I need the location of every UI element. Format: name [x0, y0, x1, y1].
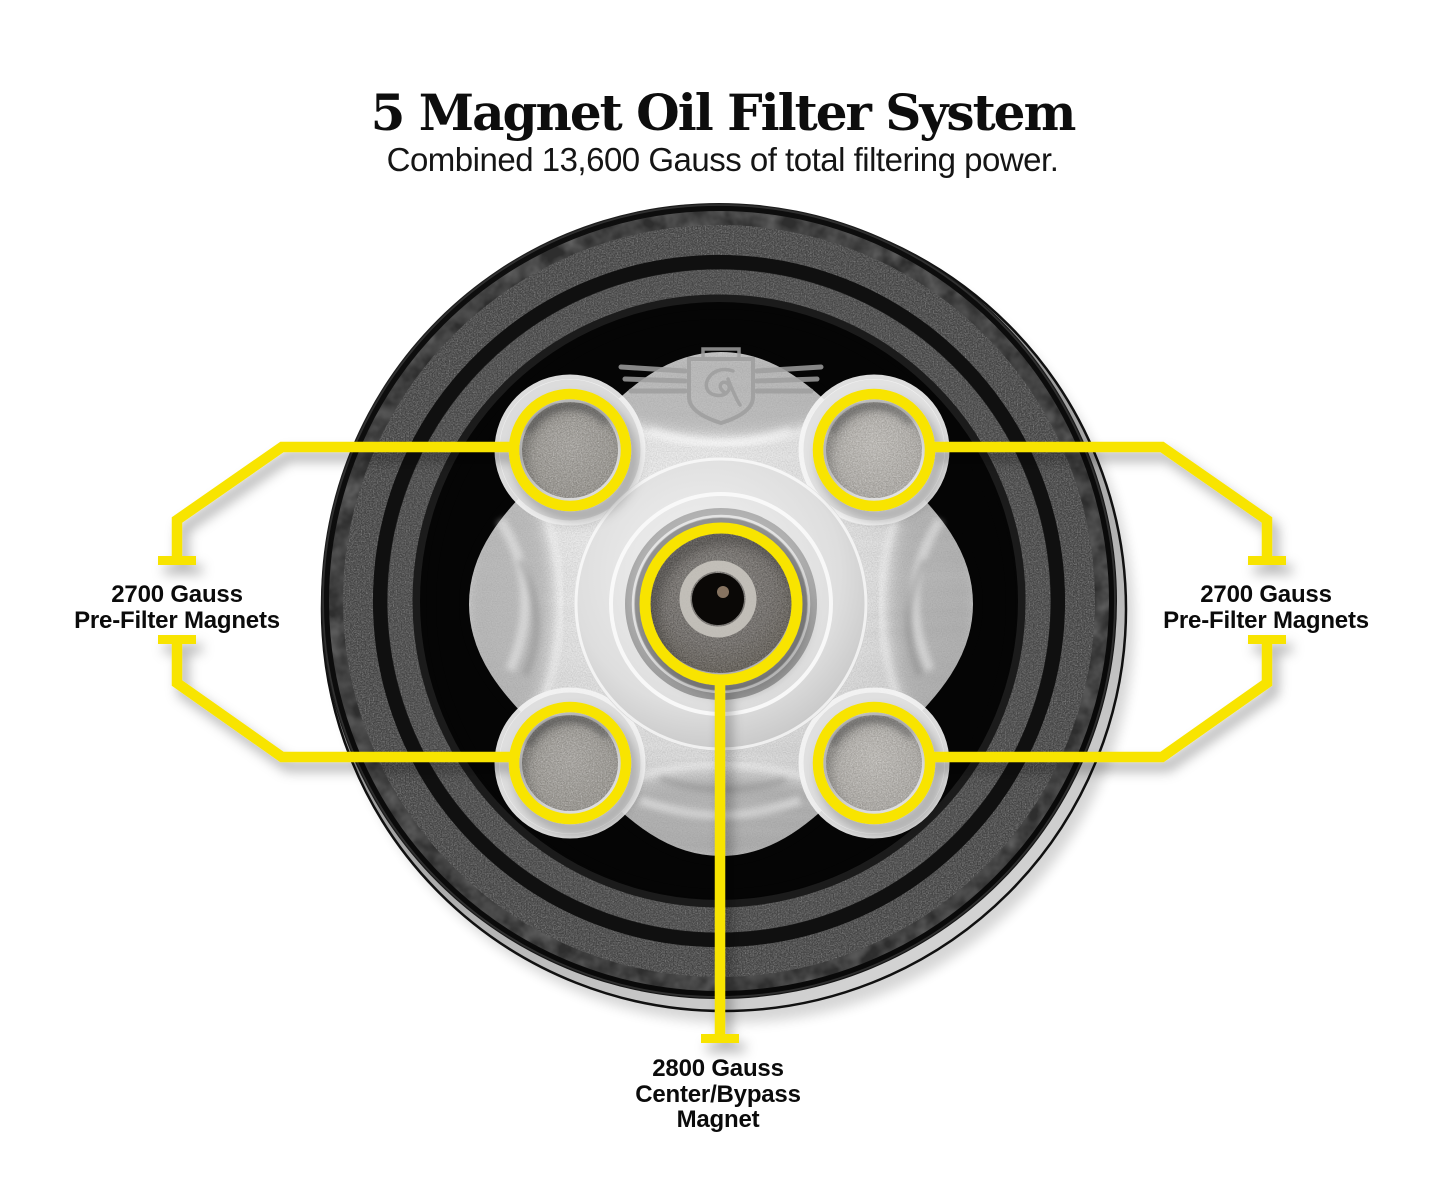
left-callout-line1: 2700 Gauss	[111, 581, 243, 608]
oil-filter-photo	[320, 203, 1134, 1023]
bottom-callout-line	[701, 678, 739, 1043]
page-subtitle: Combined 13,600 Gauss of total filtering…	[386, 141, 1059, 178]
bottom-callout-label: 2800 Gauss Center/Bypass Magnet	[568, 1056, 868, 1133]
center-bypass-magnet	[574, 457, 868, 751]
highlight-ring-bottom-left	[508, 701, 632, 825]
left-callout-label: 2700 Gauss Pre-Filter Magnets	[27, 582, 327, 633]
bottom-callout-line3: Magnet	[676, 1106, 760, 1133]
magnet-pad	[798, 374, 950, 526]
right-callout-lines	[929, 441, 1286, 763]
callout-overlay	[158, 388, 1286, 1043]
magnet-pad	[494, 687, 646, 839]
winged-badge-logo-icon	[618, 347, 824, 426]
left-callout-lines	[158, 441, 515, 763]
magnet-pad	[494, 374, 646, 526]
page-title: 5 Magnet Oil Filter System	[370, 83, 1077, 142]
left-callout-line2: Pre-Filter Magnets	[74, 606, 280, 634]
bottom-callout-line1: 2800 Gauss	[652, 1055, 784, 1082]
right-callout-label: 2700 Gauss Pre-Filter Magnets	[1116, 582, 1416, 633]
highlight-ring-bottom-right	[812, 701, 936, 825]
pre-filter-magnets	[494, 374, 950, 839]
right-callout-line2: Pre-Filter Magnets	[1163, 606, 1369, 634]
right-callout-line1: 2700 Gauss	[1200, 581, 1332, 608]
magnet-pad	[798, 687, 950, 839]
bottom-callout-line2: Center/Bypass	[635, 1080, 801, 1108]
